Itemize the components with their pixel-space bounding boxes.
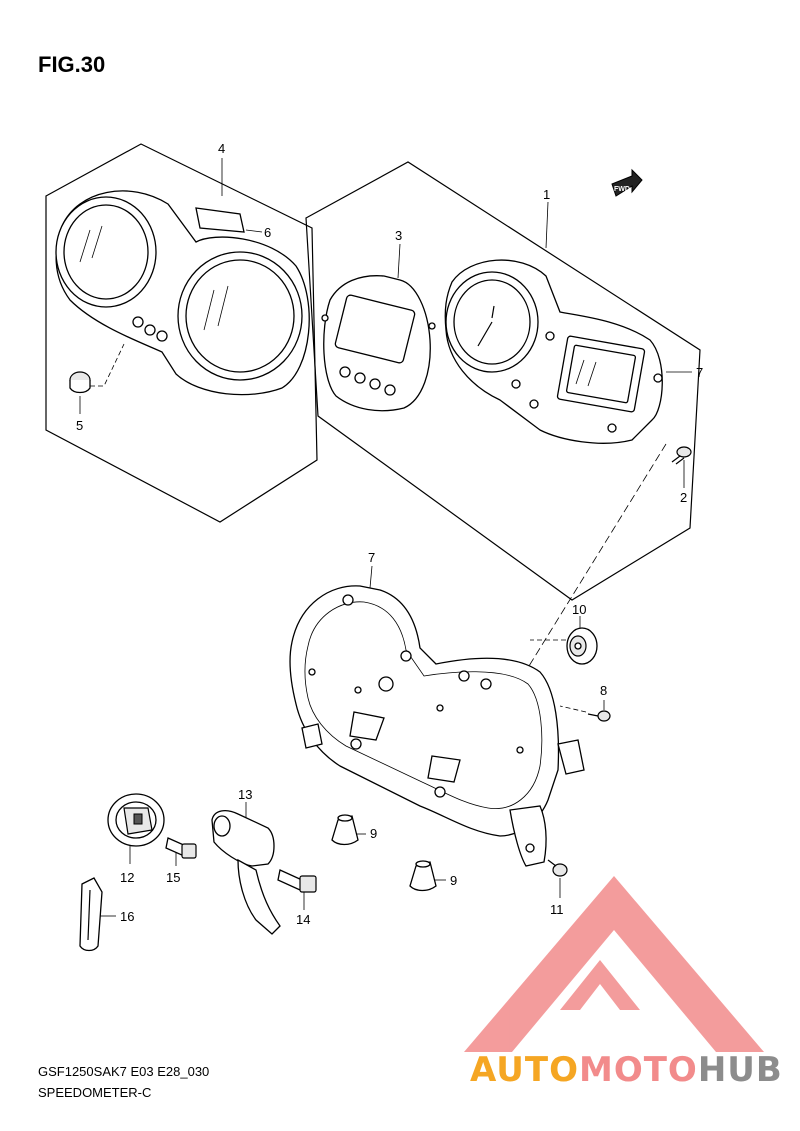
bolt-part-15 (165, 837, 197, 859)
meter-cover-part (55, 190, 310, 396)
callout-7-lower: 7 (368, 550, 375, 565)
fwd-label: FWD (614, 186, 630, 193)
screw-part-2 (671, 446, 692, 465)
watermark-text: AUTOMOTOHUB (470, 1050, 783, 1090)
callout-5: 5 (76, 418, 83, 433)
forward-direction-arrow: FWD (611, 168, 643, 197)
callout-13: 13 (238, 787, 252, 802)
watermark-hub: HUB (698, 1050, 783, 1090)
callout-3: 3 (395, 228, 402, 243)
callout-1: 1 (543, 187, 550, 202)
callout-14: 14 (296, 912, 310, 927)
section-name: SPEEDOMETER-C (38, 1085, 151, 1100)
model-code: GSF1250SAK7 E03 E28_030 (38, 1064, 209, 1079)
rubber-mount-part (566, 627, 598, 665)
callout-6: 6 (264, 225, 271, 240)
watermark-auto: AUTO (470, 1050, 579, 1090)
cover-subassembly-box (45, 143, 318, 523)
bulb-socket-part (107, 793, 165, 847)
bolt-part-14 (277, 869, 317, 893)
meter-assembly-box (305, 161, 701, 601)
figure-title: FIG.30 (38, 52, 105, 77)
callout-15: 15 (166, 870, 180, 885)
callout-4: 4 (218, 141, 225, 156)
cushion-part-9b (409, 860, 437, 892)
indicator-lens-part (195, 207, 245, 233)
callout-7-upper: 7 (696, 365, 703, 380)
cushion-part-9a (331, 814, 359, 846)
callout-10: 10 (572, 602, 586, 617)
lcd-bezel-part (321, 275, 436, 412)
watermark-moto: MOTO (579, 1050, 698, 1090)
callout-11: 11 (550, 902, 564, 917)
cable-clip-part (79, 877, 103, 952)
speedometer-assembly-part (444, 259, 663, 444)
callout-16: 16 (120, 909, 134, 924)
grommet-part (69, 371, 91, 394)
meter-case-part (289, 585, 585, 867)
screw-part-11 (547, 859, 568, 877)
callout-2: 2 (680, 490, 687, 505)
callout-9-right: 9 (450, 873, 457, 888)
callout-8: 8 (600, 683, 607, 698)
screw-part-8 (587, 710, 611, 722)
callout-12: 12 (120, 870, 134, 885)
callout-9-left: 9 (370, 826, 377, 841)
automotohub-logo (464, 876, 764, 1052)
harness-clamp-part (211, 809, 281, 935)
